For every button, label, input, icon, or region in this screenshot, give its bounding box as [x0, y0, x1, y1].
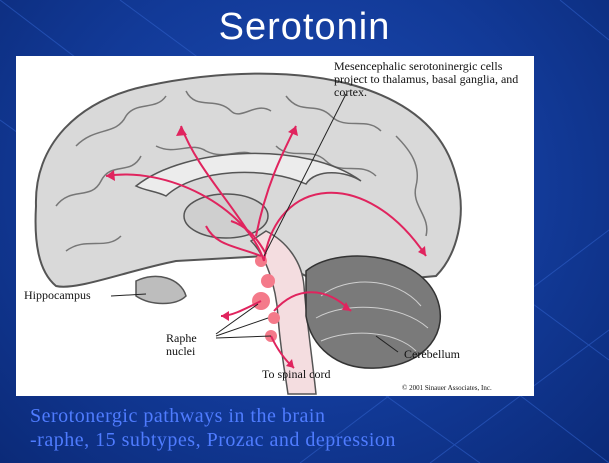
label-raphe-nuclei: Raphe nuclei	[166, 332, 220, 358]
cortex	[36, 74, 461, 287]
slide-title: Serotonin	[0, 6, 609, 49]
label-projection: Mesencephalic serotoninergic cells proje…	[334, 60, 534, 99]
caption-line-1: Serotonergic pathways in the brain	[30, 404, 600, 428]
brain-figure: Mesencephalic serotoninergic cells proje…	[16, 56, 534, 396]
slide-caption: Serotonergic pathways in the brain -raph…	[30, 404, 600, 452]
label-cerebellum: Cerebellum	[404, 348, 460, 361]
brain-illustration	[16, 56, 534, 396]
label-spinal-cord: To spinal cord	[262, 368, 330, 381]
label-hippocampus: Hippocampus	[24, 289, 91, 302]
hippocampus	[136, 276, 186, 303]
copyright-text: © 2001 Sinauer Associates, Inc.	[402, 384, 492, 392]
caption-line-2: -raphe, 15 subtypes, Prozac and depressi…	[30, 428, 600, 452]
